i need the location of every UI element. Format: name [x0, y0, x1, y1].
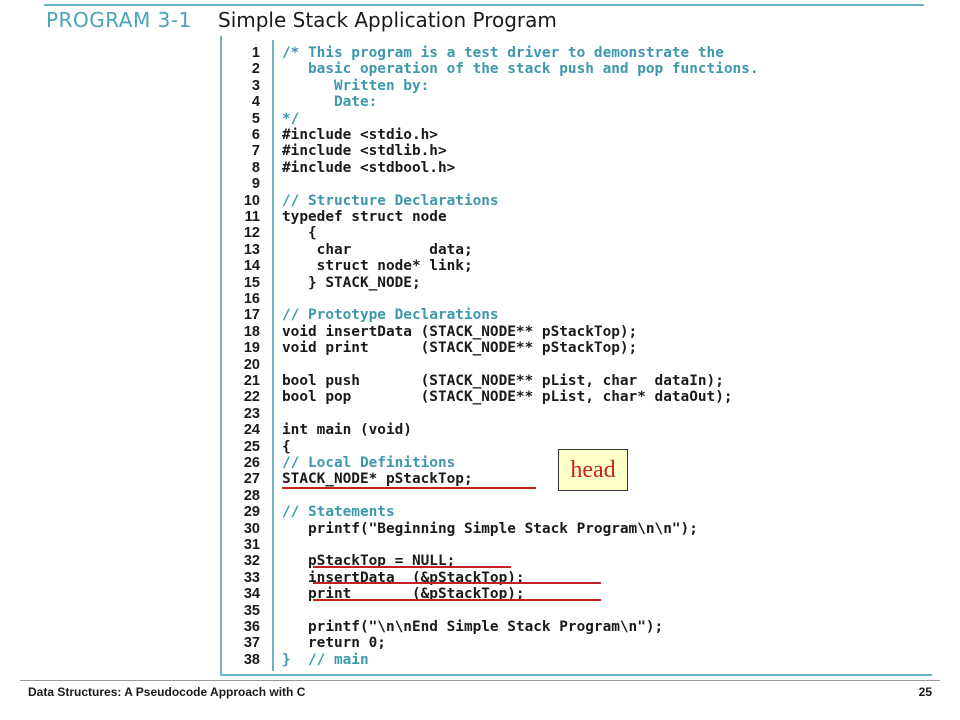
code-line: // Statements [282, 504, 395, 520]
code-line: bool pop (STACK_NODE** pList, char* data… [282, 389, 733, 405]
code-line: print (&pStackTop); [282, 586, 525, 602]
line-number: 27 [243, 471, 260, 487]
line-number: 17 [243, 307, 260, 323]
code-line: printf("Beginning Simple Stack Program\n… [282, 521, 698, 537]
code-line: /* This program is a test driver to demo… [282, 45, 724, 61]
highlight-underline-line-32 [313, 566, 511, 568]
line-number: 14 [243, 258, 260, 274]
code-line: basic operation of the stack push and po… [282, 61, 759, 77]
footer-page-number: 25 [918, 685, 932, 699]
code-line: #include <stdlib.h> [282, 143, 447, 159]
line-number: 19 [243, 340, 260, 356]
line-number: 8 [251, 160, 260, 176]
code-line: typedef struct node [282, 209, 447, 225]
highlight-underline-line-33 [313, 582, 601, 584]
line-number: 24 [243, 422, 260, 438]
line-number: 26 [243, 455, 260, 471]
code-line: char data; [282, 242, 473, 258]
line-number: 16 [243, 291, 260, 307]
code-line: } STACK_NODE; [282, 275, 421, 291]
line-number: 31 [243, 537, 260, 553]
code-line: #include <stdio.h> [282, 127, 438, 143]
line-number: 21 [243, 373, 260, 389]
code-line: { [282, 439, 291, 455]
code-line: struct node* link; [282, 258, 473, 274]
code-line: // Local Definitions [282, 455, 456, 471]
line-number: 36 [243, 619, 260, 635]
head-callout: head [558, 449, 628, 491]
code-line: void print (STACK_NODE** pStackTop); [282, 340, 638, 356]
line-number: 4 [251, 94, 260, 110]
code-line: */ [282, 111, 300, 127]
code-line: Written by: [282, 78, 430, 94]
program-title: Simple Stack Application Program [218, 8, 557, 32]
line-number: 33 [243, 570, 260, 586]
line-number: 35 [243, 603, 260, 619]
code-line: // Prototype Declarations [282, 307, 499, 323]
line-number: 29 [243, 504, 260, 520]
line-number: 28 [243, 488, 260, 504]
line-number: 7 [251, 143, 260, 159]
line-number: 6 [251, 127, 260, 143]
line-number: 22 [243, 389, 260, 405]
line-number: 12 [243, 225, 260, 241]
highlight-underline-line-27 [282, 487, 536, 489]
line-number: 20 [243, 357, 260, 373]
line-number: 3 [251, 78, 260, 94]
line-number: 34 [243, 586, 260, 602]
highlight-underline-line-34 [313, 599, 601, 601]
line-number: 30 [243, 521, 260, 537]
line-number: 10 [243, 193, 260, 209]
code-line: printf("\n\nEnd Simple Stack Program\n")… [282, 619, 664, 635]
footer-rule [20, 680, 940, 681]
line-number: 9 [251, 176, 260, 192]
footer-book-title: Data Structures: A Pseudocode Approach w… [28, 685, 306, 699]
code-line: #include <stdbool.h> [282, 160, 456, 176]
line-number: 2 [251, 61, 260, 77]
line-number: 37 [243, 635, 260, 651]
code-line: // Structure Declarations [282, 193, 499, 209]
gutter-divider [272, 40, 274, 671]
line-number: 18 [243, 324, 260, 340]
code-line: } // main [282, 652, 369, 668]
code-line: int main (void) [282, 422, 412, 438]
code-panel [220, 36, 932, 676]
line-number: 38 [243, 652, 260, 668]
program-label: PROGRAM 3-1 [46, 8, 192, 32]
code-line: STACK_NODE* pStackTop; [282, 471, 473, 487]
line-number: 5 [251, 111, 260, 127]
line-number: 15 [243, 275, 260, 291]
code-line: { [282, 225, 317, 241]
top-rule [44, 4, 924, 6]
code-line: void insertData (STACK_NODE** pStackTop)… [282, 324, 638, 340]
line-number: 32 [243, 553, 260, 569]
line-number: 13 [243, 242, 260, 258]
code-line: return 0; [282, 635, 386, 651]
line-number: 23 [243, 406, 260, 422]
line-number: 11 [244, 209, 260, 225]
code-line: pStackTop = NULL; [282, 553, 456, 569]
line-number: 25 [243, 439, 260, 455]
code-line: bool push (STACK_NODE** pList, char data… [282, 373, 724, 389]
line-number: 1 [251, 45, 260, 61]
code-line: Date: [282, 94, 378, 110]
